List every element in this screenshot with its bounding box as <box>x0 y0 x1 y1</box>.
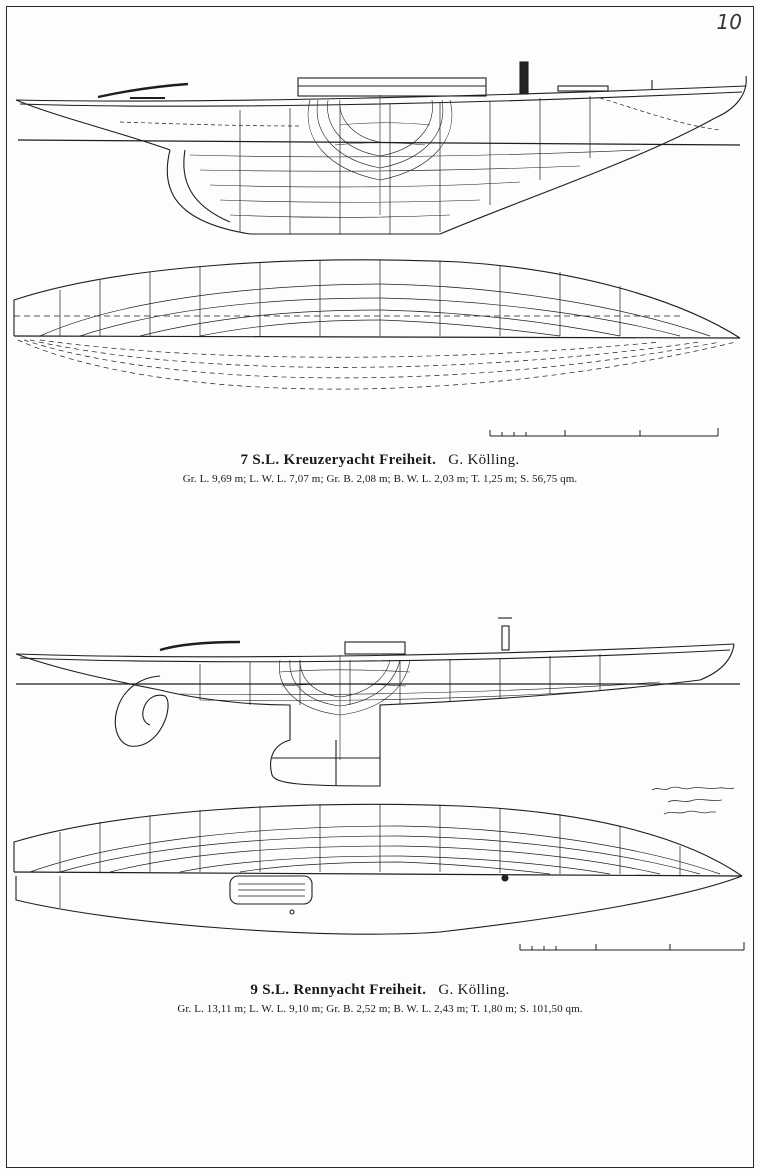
plan1-profile <box>15 61 747 235</box>
plan2-profile <box>15 617 740 787</box>
plan1-title-line: 7 S.L. Kreuzeryacht Freiheit. G. Kölling… <box>0 452 760 469</box>
plan1-specs: Gr. L. 9,69 m; L. W. L. 7,07 m; Gr. B. 2… <box>182 473 578 485</box>
plan2-specs: Gr. L. 13,11 m; L. W. L. 9,10 m; Gr. B. … <box>177 1003 583 1015</box>
handwritten-signature <box>651 786 735 815</box>
page-frame <box>6 6 754 1168</box>
plan1-designer: G. Kölling. <box>448 452 520 468</box>
plan2-half-breadth <box>13 803 745 951</box>
page-number: 10 <box>716 10 742 34</box>
plan1-half-breadth <box>13 259 741 437</box>
plan2-designer: G. Kölling. <box>438 982 510 998</box>
plan2-title: 9 S.L. Rennyacht Freiheit. <box>250 982 427 998</box>
plan1-caption: 7 S.L. Kreuzeryacht Freiheit. G. Kölling… <box>0 452 760 485</box>
plan2-title-line: 9 S.L. Rennyacht Freiheit. G. Kölling. <box>0 982 760 999</box>
plan1-title: 7 S.L. Kreuzeryacht Freiheit. <box>240 452 437 468</box>
plan2-caption: 9 S.L. Rennyacht Freiheit. G. Kölling. G… <box>0 982 760 1015</box>
